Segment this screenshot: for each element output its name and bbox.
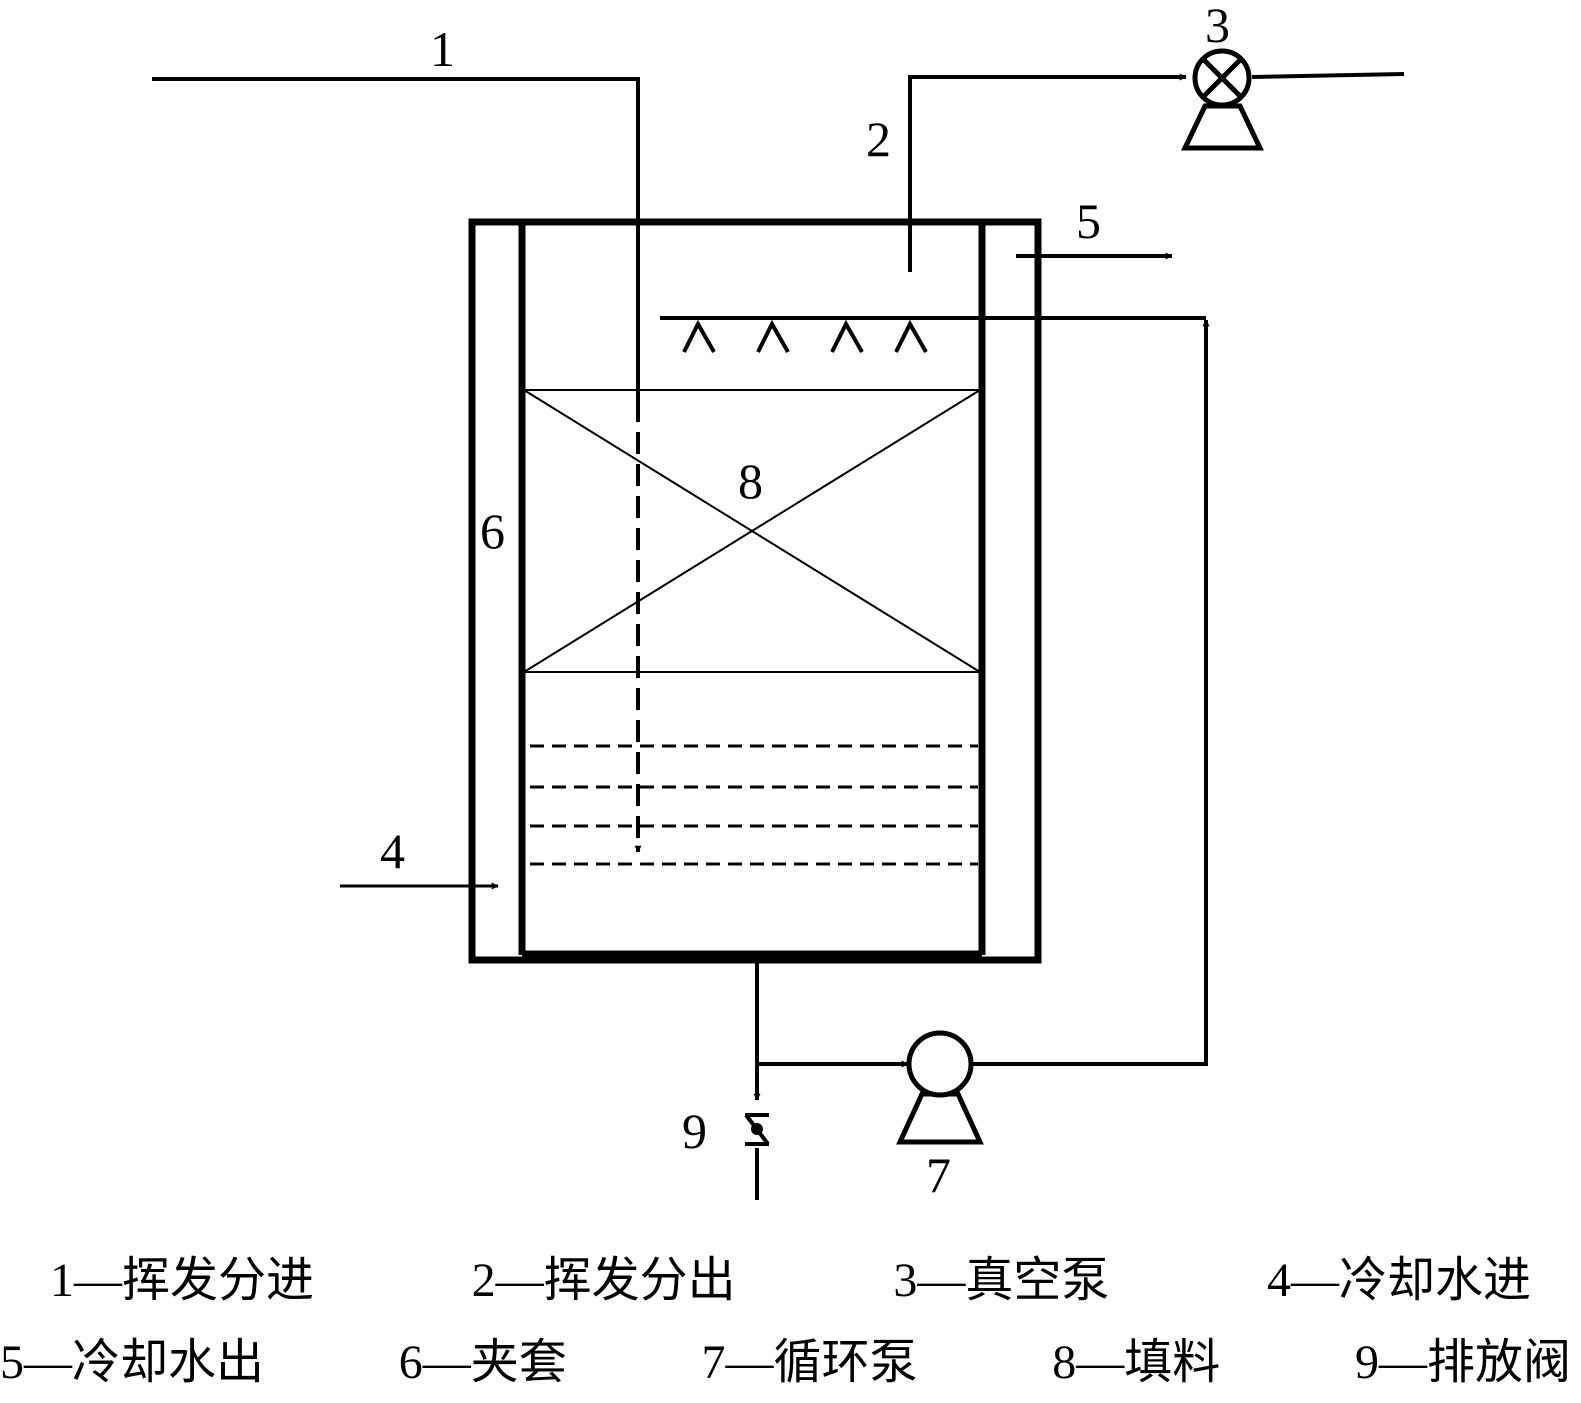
packing-section (523, 389, 981, 673)
spray-nozzle-icon (894, 319, 928, 353)
drain-valve-icon (744, 1113, 770, 1146)
legend-item-9: 9—排放阀 (1354, 1336, 1571, 1389)
spray-nozzle-icon (682, 319, 716, 353)
jacket-outer-wall (468, 218, 1042, 964)
legend-item-5: 5—冷却水出 (0, 1336, 265, 1389)
volatile-inlet-line (152, 77, 642, 853)
legend-item-7: 7—循环泵 (701, 1336, 918, 1389)
label-9: 9 (682, 1103, 707, 1159)
label-6: 6 (480, 503, 505, 559)
spray-header (660, 316, 1206, 353)
legend-item-4: 4—冷却水进 (1266, 1254, 1531, 1307)
legend-item-1: 1—挥发分进 (50, 1254, 315, 1307)
label-3: 3 (1205, 0, 1230, 53)
label-1: 1 (430, 21, 455, 77)
legend-item-3: 3—真空泵 (893, 1254, 1110, 1307)
vessel (468, 218, 1042, 964)
spray-nozzle-icon (830, 319, 864, 353)
label-5: 5 (1076, 193, 1101, 249)
vacuum-pump-icon (1181, 48, 1264, 151)
volatile-outlet-line (908, 72, 1405, 272)
legend-row-2: 5—冷却水出 6—夹套 7—循环泵 8—填料 9—排放阀 (0, 1322, 1581, 1392)
label-2: 2 (866, 111, 891, 167)
apparatus-diagram: 1 2 3 4 5 6 7 8 9 (152, 0, 1405, 1203)
legend-item-8: 8—填料 (1052, 1336, 1221, 1389)
label-7: 7 (926, 1147, 951, 1203)
spray-nozzle-icon (756, 319, 790, 353)
legend-item-2: 2—挥发分出 (471, 1254, 736, 1307)
legend-item-6: 6—夹套 (398, 1336, 567, 1389)
label-4: 4 (380, 823, 405, 879)
label-8: 8 (738, 453, 763, 509)
legend-row-1: 1—挥发分进 2—挥发分出 3—真空泵 4—冷却水进 (0, 1240, 1581, 1310)
circulation-pump-icon (896, 1030, 984, 1145)
liquid-level-lines (530, 744, 978, 866)
recirculation-line (753, 319, 1210, 1200)
